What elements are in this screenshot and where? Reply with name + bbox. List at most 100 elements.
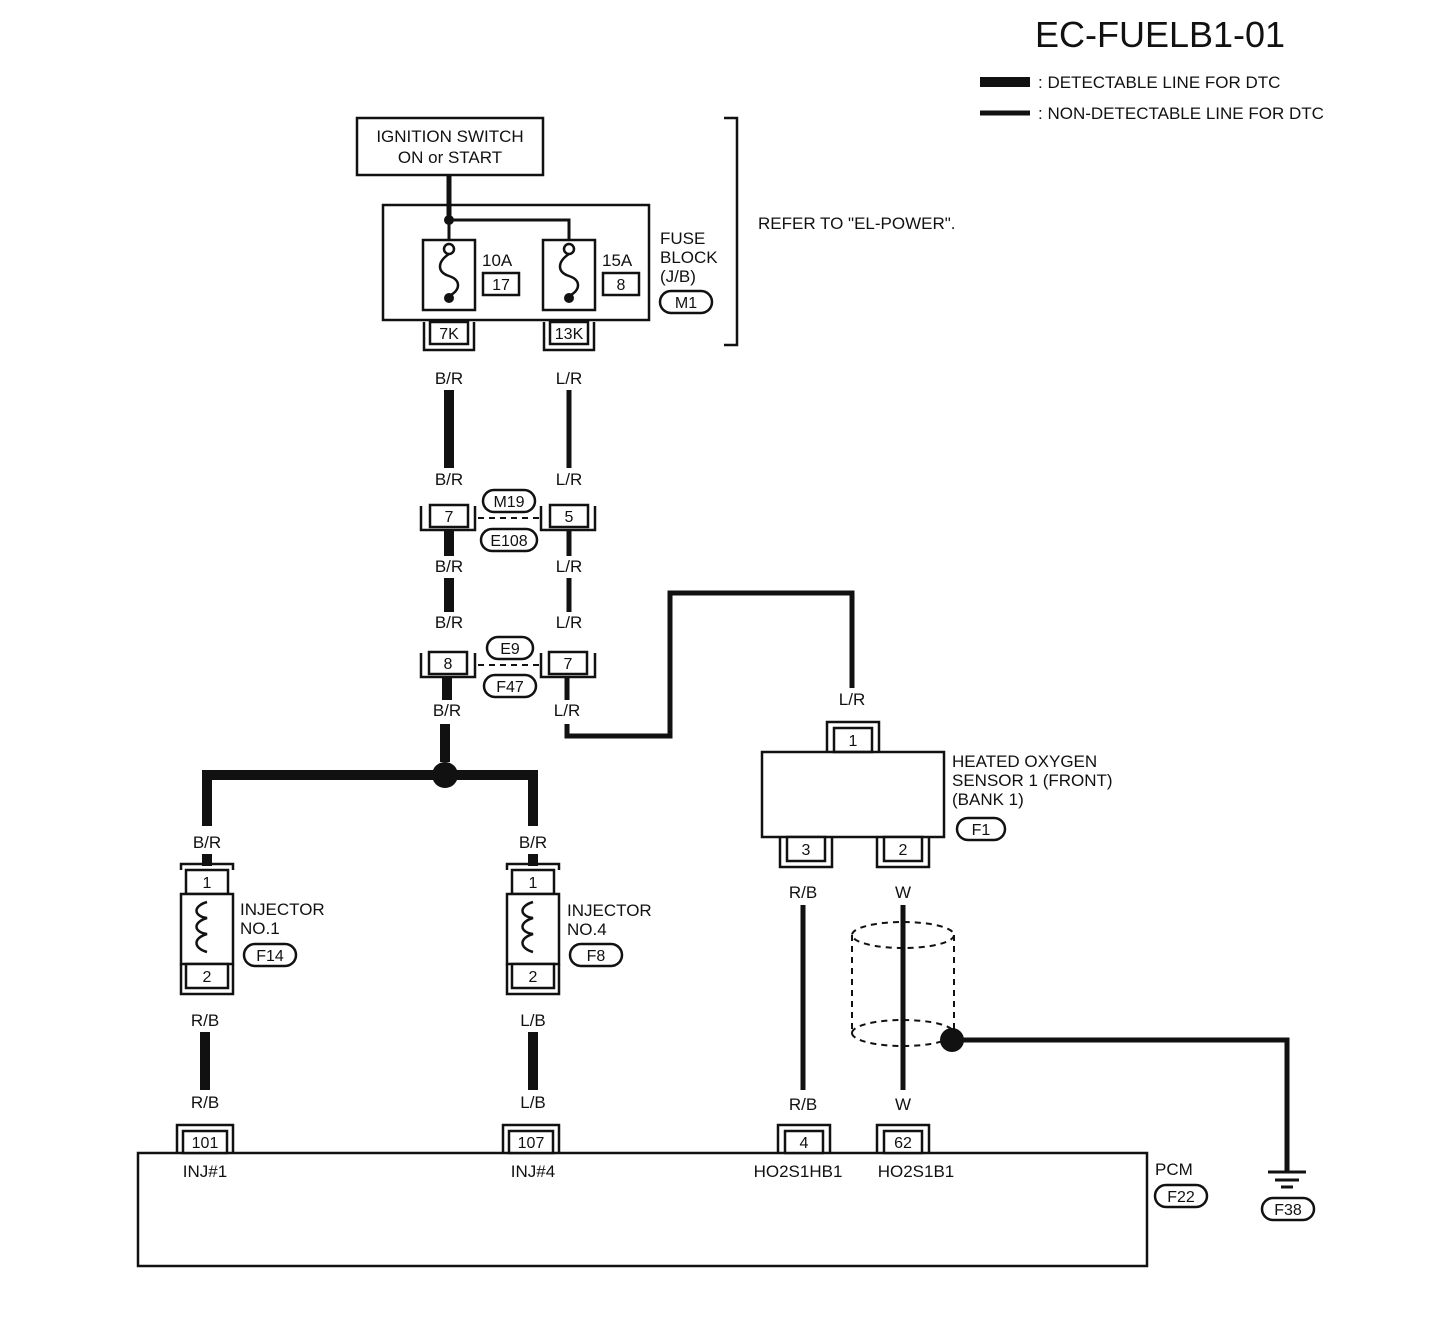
- joint2-bottom-pill: [482, 673, 538, 699]
- terminal-7k-box: [428, 320, 470, 346]
- fuse-10a-rating: 10A: [482, 251, 513, 270]
- joint2-pin-right-box: [547, 650, 589, 676]
- o2-sensor-label-1: HEATED OXYGEN: [952, 752, 1097, 771]
- fuse-15a-rating: 15A: [602, 251, 633, 270]
- pcm-terminal-inj1-name: INJ#1: [183, 1162, 227, 1181]
- pcm-terminal-ho2s1hb1-name: HO2S1HB1: [754, 1162, 843, 1181]
- wire-color-lr-5: L/R: [554, 701, 580, 720]
- injector1-pin-bottom: 2: [203, 969, 212, 986]
- injector1-connector-pill: [242, 942, 298, 968]
- joint2-top-connector: E9: [500, 641, 520, 658]
- refer-note: REFER TO "EL-POWER".: [758, 214, 956, 233]
- injector4-coil-icon: [521, 900, 534, 954]
- pcm-terminal-107-box: [507, 1129, 555, 1155]
- fuse-15a-element: [558, 252, 580, 298]
- joint2-pin-left-box: [427, 650, 469, 676]
- joint2-top-pill: [485, 635, 535, 661]
- pcm-terminal-inj4-name: INJ#4: [511, 1162, 555, 1181]
- o2-pin-right-box: [882, 835, 924, 863]
- legend-detectable-text: : DETECTABLE LINE FOR DTC: [1038, 73, 1280, 92]
- pcm-terminal-101-bracket: [175, 1123, 235, 1153]
- injector4-top-bracket: [505, 862, 561, 870]
- terminal-7k: 7K: [439, 326, 459, 343]
- pcm-terminal-62-box: [882, 1129, 924, 1155]
- joint2-pin-right: 7: [564, 656, 573, 673]
- wire-color-br-3: B/R: [435, 557, 463, 576]
- joint2-right-bracket: [539, 653, 597, 679]
- wire-color-w-2: W: [895, 1095, 911, 1114]
- fuse-15a-number: 8: [617, 277, 626, 294]
- wire-color-rb-2: R/B: [191, 1093, 219, 1112]
- wire-color-br-1: B/R: [435, 369, 463, 388]
- diagram-title: EC-FUELB1-01: [1035, 14, 1285, 55]
- o2-sensor-body: [760, 750, 946, 839]
- wire-color-lb-1: L/B: [520, 1011, 546, 1030]
- wire-lr-to-o2-sensor: [564, 590, 855, 739]
- injector1-pin-top: 1: [203, 875, 212, 892]
- o2-sensor-connector: F1: [972, 822, 991, 839]
- terminal-13k-bracket: [542, 322, 596, 352]
- wire-color-rb-1: R/B: [191, 1011, 219, 1030]
- wire-color-br-5: B/R: [433, 701, 461, 720]
- fuse-block-box: [381, 203, 651, 322]
- wire-color-lr-6: L/R: [839, 690, 865, 709]
- wire-color-lr-1: L/R: [556, 369, 582, 388]
- injector4-connector: F8: [587, 948, 606, 965]
- wire-color-lr-2: L/R: [556, 470, 582, 489]
- o2-left-bracket: [778, 837, 834, 869]
- wire-br-to-injector-1: [202, 770, 445, 826]
- injector1-label-2: NO.1: [240, 919, 280, 938]
- wire-color-br-4: B/R: [435, 613, 463, 632]
- fuse-block-connector: M1: [675, 295, 697, 312]
- joint1-pin-left: 7: [445, 509, 454, 526]
- fuse-feed-branch: [449, 218, 571, 243]
- o2-sensor-label-3: (BANK 1): [952, 790, 1024, 809]
- injector4-connector-pill: [568, 942, 624, 968]
- pcm-terminal-101-box: [181, 1129, 229, 1155]
- pcm-terminal-ho2s1b1-name: HO2S1B1: [878, 1162, 955, 1181]
- ignition-switch-label-2: ON or START: [398, 148, 502, 167]
- o2-pin-left-box: [785, 835, 827, 863]
- pcm-terminal-107-bracket: [501, 1123, 561, 1153]
- injector1-connector: F14: [256, 948, 284, 965]
- fuse-10a-top-contact: [442, 242, 456, 256]
- o2-pin-top: 1: [849, 733, 858, 750]
- pcm-connector: F22: [1167, 1189, 1195, 1206]
- pcm-body: [136, 1151, 1149, 1268]
- injector4-body: [505, 892, 561, 966]
- o2-sensor-connector-pill: [955, 816, 1007, 842]
- shield-bottom-back: [851, 1019, 955, 1034]
- ignition-switch-box: [355, 116, 545, 177]
- pcm-terminal-4: 4: [800, 1135, 809, 1152]
- o2-right-bracket: [875, 837, 931, 869]
- o2-top-bracket: [825, 720, 881, 752]
- refer-bracket: [724, 116, 739, 347]
- injector1-top-bracket: [179, 862, 235, 870]
- terminal-13k-box: [548, 320, 590, 346]
- wire-color-lr-3: L/R: [556, 557, 582, 576]
- fuse-block-label-2: BLOCK: [660, 248, 718, 267]
- joint1-pin-right-box: [548, 503, 590, 529]
- pcm-terminal-62: 62: [894, 1135, 912, 1152]
- joint1-top-connector: M19: [493, 494, 524, 511]
- ignition-switch-label-1: IGNITION SWITCH: [376, 127, 523, 146]
- wire-shield-to-ground: [952, 1037, 1290, 1172]
- terminal-13k: 13K: [555, 326, 584, 343]
- wire-color-br-2: B/R: [435, 470, 463, 489]
- fuse-10a-number: 17: [492, 277, 510, 294]
- injector1-label-1: INJECTOR: [240, 900, 325, 919]
- wire-color-lr-4: L/R: [556, 613, 582, 632]
- pcm-terminal-4-box: [783, 1129, 825, 1155]
- fuse-10a-bottom-contact: [444, 293, 454, 303]
- joint1-pin-right: 5: [565, 509, 574, 526]
- wire-color-br-inj4: B/R: [519, 833, 547, 852]
- injector1-pin-bottom-box: [184, 962, 230, 990]
- wire-br-to-injector-4: [445, 770, 538, 826]
- ground-connector-pill: [1260, 1196, 1316, 1222]
- joint1-bottom-connector: E108: [490, 533, 527, 550]
- injector4-pin-bottom: 2: [529, 969, 538, 986]
- legend-non-detectable-text: : NON-DETECTABLE LINE FOR DTC: [1038, 104, 1324, 123]
- o2-pin-left: 3: [802, 842, 811, 859]
- ground-connector: F38: [1274, 1202, 1302, 1219]
- fuse-15a-number-box: [601, 271, 641, 297]
